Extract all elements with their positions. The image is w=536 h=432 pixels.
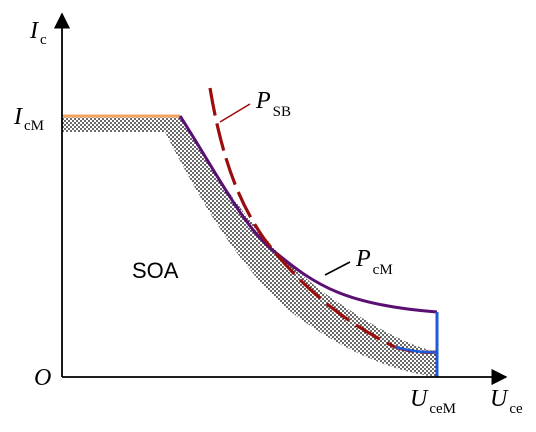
- x-axis-label-sub: ce: [509, 401, 523, 417]
- pcm-label-sub: cM: [373, 262, 393, 278]
- pcm-curve: [178, 115, 438, 314]
- pcm-leader: [324, 261, 351, 276]
- hatched-band: [62, 116, 437, 377]
- pcm-label-main: P: [355, 246, 371, 272]
- ucem-label-sub: ceM: [429, 401, 456, 417]
- origin-label: O: [34, 365, 51, 391]
- psb-label-main: P: [255, 88, 271, 114]
- x-axis-label-main: U: [490, 386, 509, 412]
- icm-label-sub: cM: [24, 118, 44, 134]
- ucem-blue-tail: [394, 345, 438, 354]
- y-axis-label-main: I: [29, 18, 39, 44]
- psb-leader: [219, 103, 251, 123]
- psb-label-sub: SB: [273, 104, 291, 120]
- ucem-label-main: U: [410, 386, 429, 412]
- soa-region-label: SOA: [132, 258, 179, 283]
- y-axis-label-sub: c: [40, 32, 47, 48]
- icm-label-main: I: [13, 104, 23, 130]
